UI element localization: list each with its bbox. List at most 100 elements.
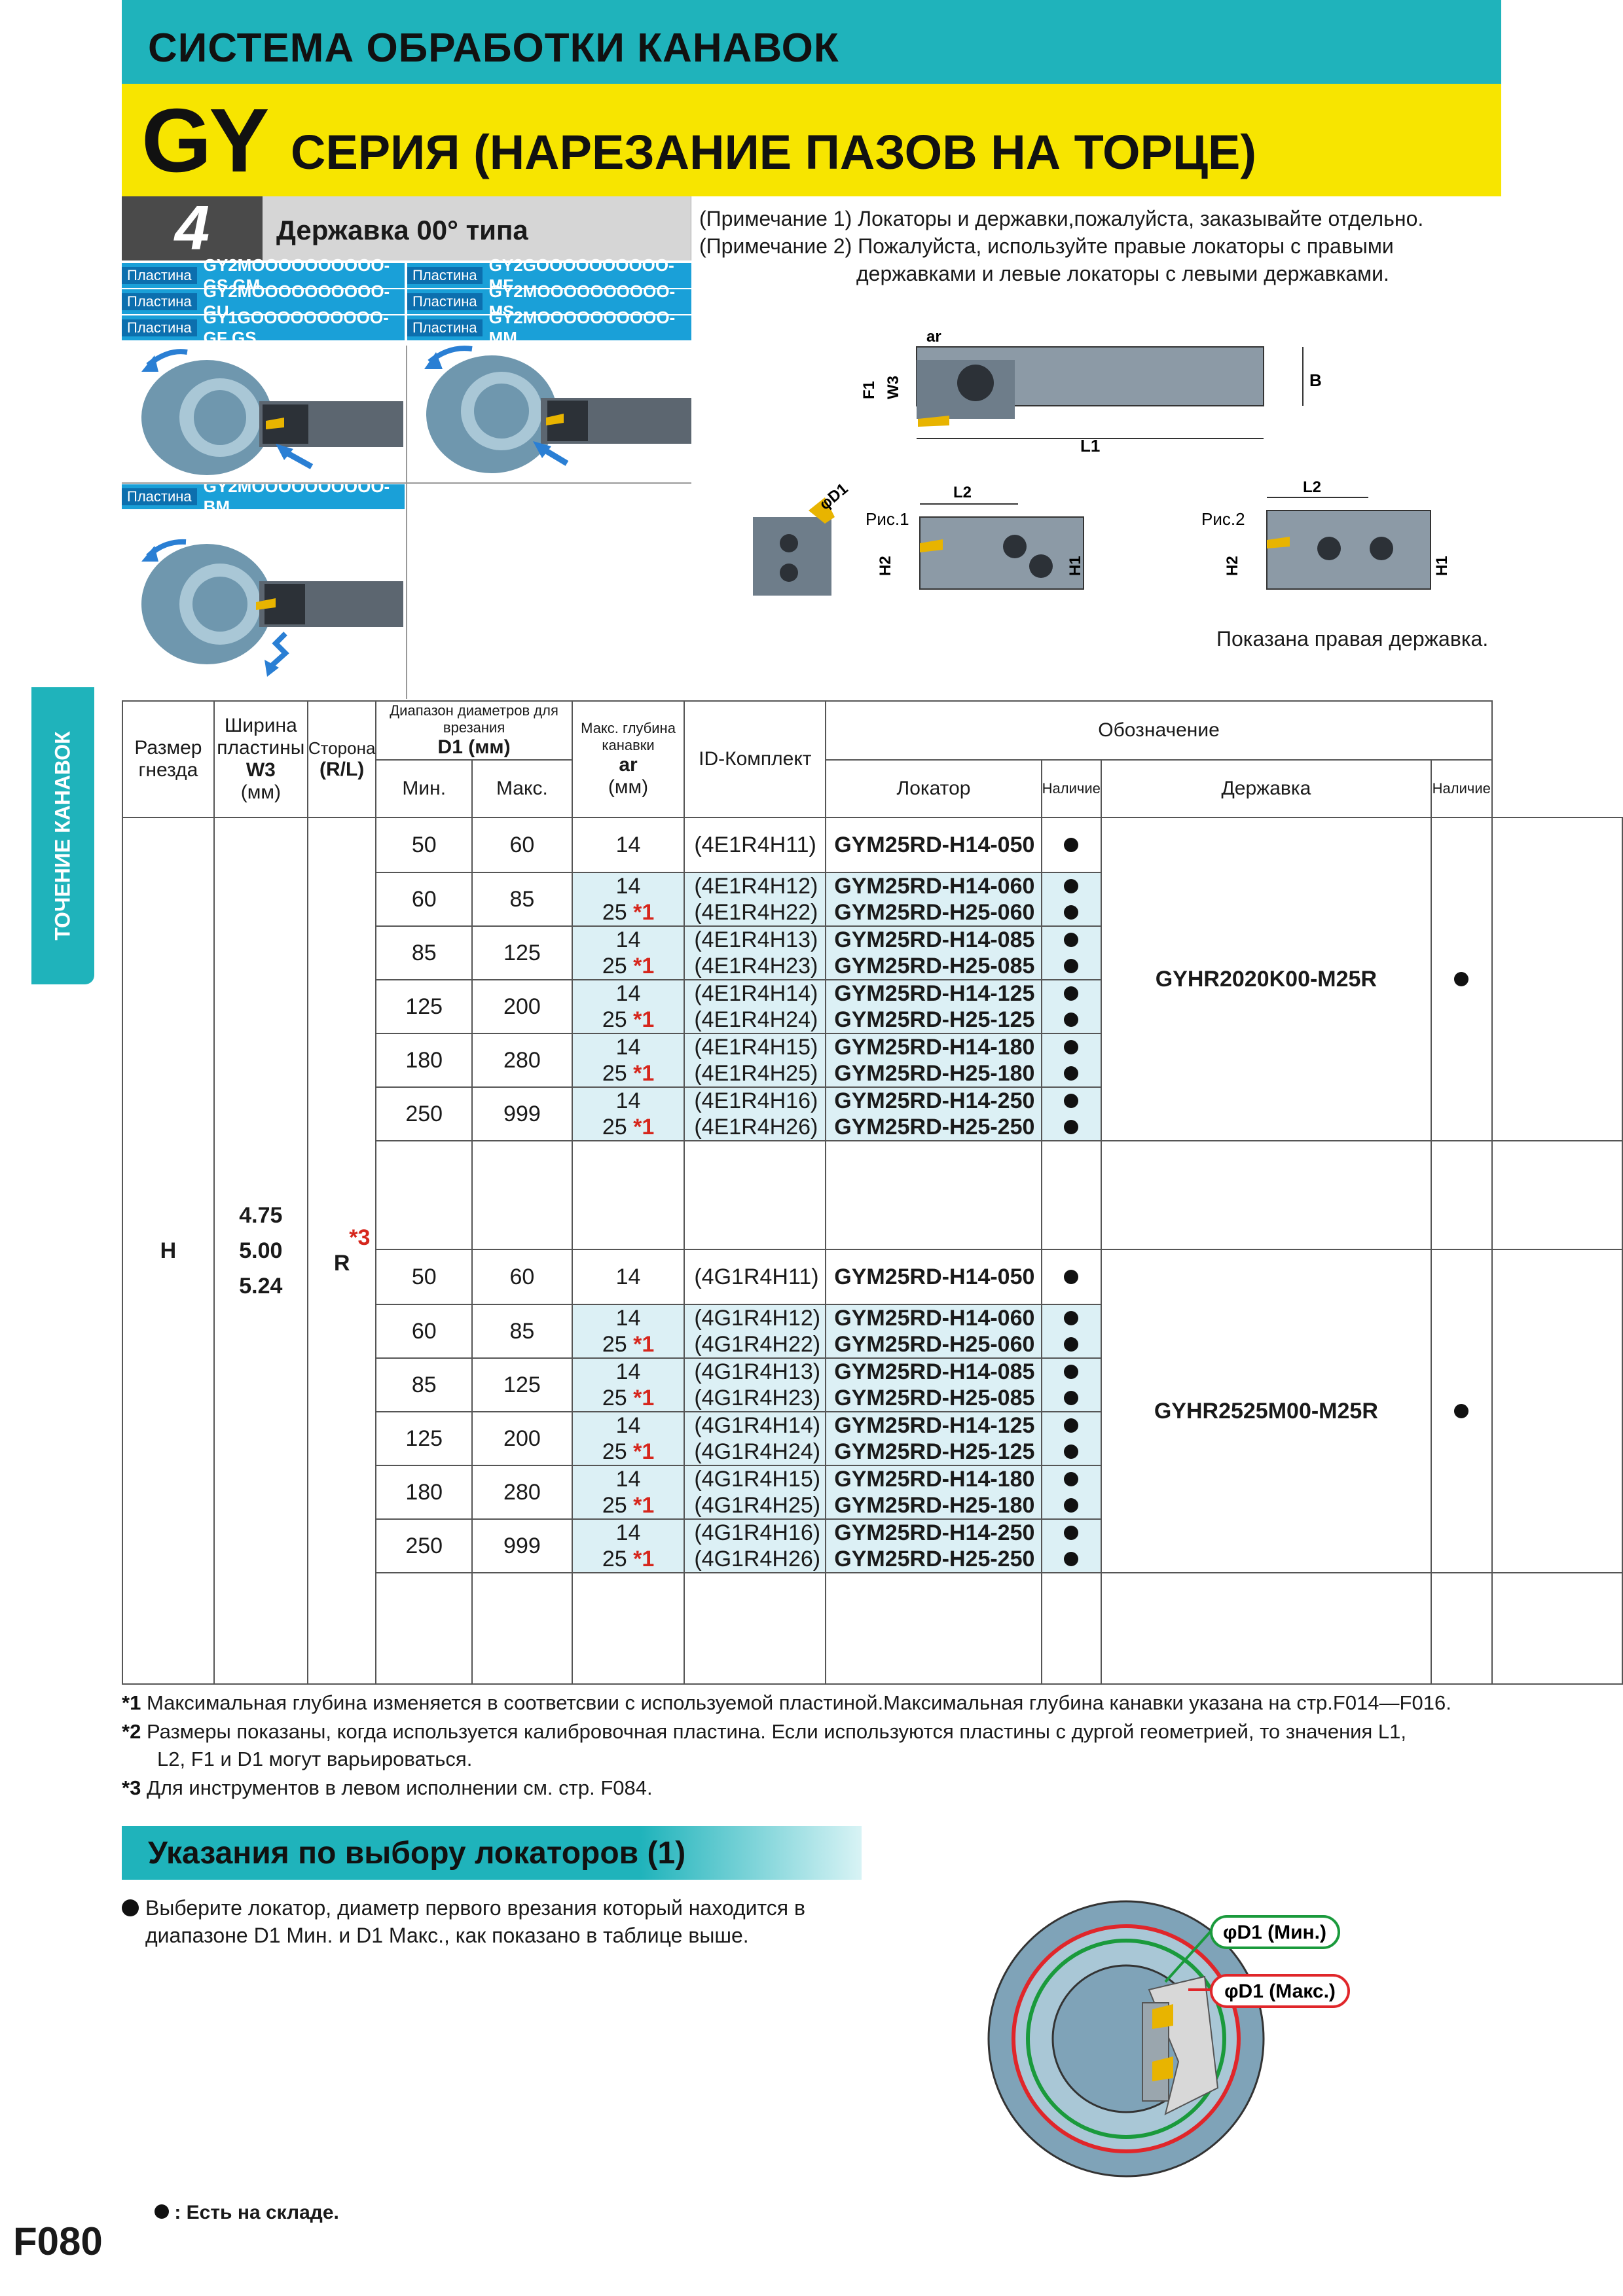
blank-cell [1491,1572,1623,1685]
in-stock-dot-icon [1064,905,1079,920]
d1-min-cell: 85 [375,1357,473,1412]
insert-code: GY2MOOOOOOOOOO-MM [488,308,676,348]
d1-max: 60 [509,832,535,857]
blank-cell [1100,1140,1432,1250]
footnote-text: Максимальная глубина изменяется в соотве… [146,1691,1451,1714]
guide-text-1: Выберите локатор, диаметр первого врезан… [145,1896,805,1920]
width-value: 5.00 [239,1238,283,1263]
series-title-bar: GY СЕРИЯ (НАРЕЗАНИЕ ПАЗОВ НА ТОРЦЕ) [122,84,1501,196]
series-title: СЕРИЯ (НАРЕЗАНИЕ ПАЗОВ НА ТОРЦЕ) [291,125,1257,179]
depth-value: 25 [602,1007,627,1032]
depth-cell: 14 [571,1411,685,1439]
id-cell: (4E1R4H14) [684,979,827,1007]
d1-max-cell: 200 [471,1411,573,1466]
locator-stock-cell [1040,1465,1102,1492]
id-cell: (4E1R4H15) [684,1033,827,1060]
locator-code: GYM25RD-H14-085 [834,1359,1035,1384]
depth-value: 25 [602,1385,627,1410]
footnote-1: *1 Максимальная глубина изменяется в соо… [122,1690,1451,1716]
d1-max: 200 [503,994,541,1019]
locator-cell: GYM25RD-H14-085 [825,1357,1042,1385]
d1-max: 85 [509,886,535,912]
locator-code: GYM25RD-H25-180 [834,1492,1035,1518]
guide-text: Выберите локатор, диаметр первого врезан… [122,1894,805,1949]
id-set: (4E1R4H25) [694,1060,818,1086]
id-cell: (4E1R4H26) [684,1114,827,1141]
locator-cell: GYM25RD-H14-125 [825,1411,1042,1439]
in-stock-dot-icon [1064,1269,1079,1284]
depth-value: 14 [615,1359,641,1384]
system-title-bar: СИСТЕМА ОБРАБОТКИ КАНАВОК [122,0,1501,84]
id-cell: (4E1R4H12) [684,872,827,899]
d1-min-cell: 125 [375,1411,473,1466]
locator-code: GYM25RD-H14-050 [834,1264,1035,1289]
d1-min: 85 [411,1372,437,1397]
in-stock-dot-icon [1064,1066,1079,1081]
id-cell: (4G1R4H12) [684,1304,827,1331]
d1-max: 125 [503,940,541,965]
size-value: H [160,1238,177,1263]
depth-value: 25 [602,899,627,925]
locator-cell: GYM25RD-H14-060 [825,1304,1042,1331]
d1-min-cell: 250 [375,1086,473,1141]
bullet-icon [122,1899,139,1916]
header-designation-text: Обозначение [1098,719,1220,741]
note-2-cont: державками и левые локаторы с левыми дер… [856,262,1389,285]
locator-cell: GYM25RD-H14-050 [825,1249,1042,1305]
locator-cell: GYM25RD-H14-180 [825,1033,1042,1060]
header-id: ID-Комплект [684,700,827,818]
depth-cell: 14 [571,1033,685,1060]
id-set: (4E1R4H11) [694,832,816,857]
in-stock-dot-icon [1064,958,1079,973]
id-cell: (4G1R4H15) [684,1465,827,1492]
depth-cell: 25 *1 [571,1331,685,1359]
depth-value: 14 [615,1520,641,1545]
in-stock-dot-icon [1454,1403,1469,1418]
locator-stock-cell [1040,872,1102,899]
depth-cell: 14 [571,1465,685,1492]
id-cell: (4G1R4H14) [684,1411,827,1439]
side-tab-label: ТОЧЕНИЕ КАНАВОК [50,731,75,941]
insert-tag: Пластина [122,488,197,505]
locator-code: GYM25RD-H14-060 [834,873,1035,899]
dim-l1: L1 [1080,436,1100,456]
insert-code: GY2MOOOOOOOOOO-GU [203,281,390,321]
width-value: 4.75 [239,1203,283,1228]
dimension-drawings: B L1 ar F1 W3 φD1 Рис.1 L2 H2 H1 Рис.2 L… [753,328,1451,596]
depth-value: 25 [602,1331,627,1357]
locator-stock-cell [1040,1411,1102,1439]
in-stock-dot-icon [1064,1364,1079,1379]
header-min: Мин. [375,759,473,818]
insert-code: GY2MOOOOOOOOOO-GS GM [203,255,390,295]
id-cell: (4E1R4H25) [684,1060,827,1088]
insert-code: GY2GOOOOOOOOOO-MF [488,255,674,295]
locator-stock-cell [1040,979,1102,1007]
locator-cell: GYM25RD-H25-060 [825,1331,1042,1359]
in-stock-dot-icon [155,2204,169,2219]
in-stock-dot-icon [1064,837,1079,852]
depth-cell: 14 [571,1086,685,1114]
locator-code: GYM25RD-H25-180 [834,1060,1035,1086]
footnote-mark: *1 [122,1691,141,1714]
header-holder: Державка [1100,759,1432,818]
depth-value: 14 [615,873,641,899]
in-stock-dot-icon [1064,1418,1079,1433]
in-stock-dot-icon [1064,1390,1079,1405]
depth-value: 25 [602,1492,627,1518]
in-stock-dot-icon [1064,1525,1079,1540]
blank-cell [1100,1572,1432,1685]
in-stock-dot-icon [1064,1119,1079,1134]
id-cell: (4G1R4H22) [684,1331,827,1359]
holder-stock-cell [1430,817,1493,1141]
header-min-text: Мин. [402,778,447,799]
depth-value: 25 [602,1060,627,1086]
blank-cell [825,1572,1042,1685]
id-cell: (4E1R4H22) [684,899,827,927]
insert-side-view: φD1 [753,480,852,596]
depth-star: *1 [633,953,655,978]
in-stock-dot-icon [1064,1039,1079,1054]
